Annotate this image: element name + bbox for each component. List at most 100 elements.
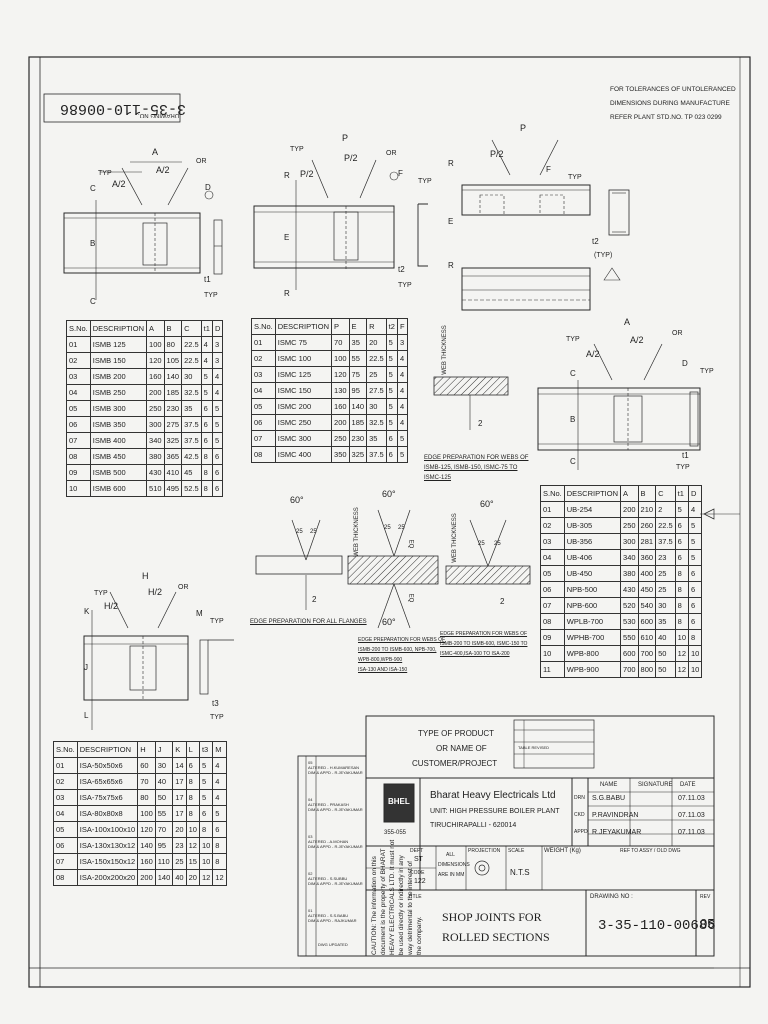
ismc-header-row: S.No. DESCRIPTION P E R t2 F [251, 318, 408, 335]
table-cell: UB-450 [563, 565, 622, 582]
table-cell: 700 [637, 645, 657, 662]
code-label: CODE [410, 870, 425, 876]
table-cell: 250 [146, 400, 165, 417]
table-cell: ISA-65x65x6 [76, 773, 139, 790]
revision-number: 02 [308, 871, 313, 876]
table-cell: 07 [53, 853, 78, 870]
table-cell: 60 [137, 757, 156, 774]
table-cell: 10 [540, 645, 565, 662]
revision-item: ALTERED - A.MOHAN [308, 839, 349, 844]
header-cell: S.No. [540, 485, 565, 502]
table-cell: 42.5 [181, 448, 202, 465]
table-cell: 30 [154, 757, 174, 774]
header-cell: H [137, 741, 156, 758]
table-cell: 02 [53, 773, 78, 790]
header-cell: P [331, 318, 350, 335]
label-two-2: 2 [312, 595, 317, 604]
table-cell: 325 [348, 446, 368, 463]
label-a-half-3: A/2 [586, 349, 600, 359]
table-cell: 530 [620, 613, 639, 630]
drawing-number-main: 3-35-110-00686 [598, 918, 716, 934]
table-cell: 5 [396, 430, 408, 447]
table-cell: 05 [53, 821, 78, 838]
table-cell: 04 [66, 384, 91, 401]
table-cell: 05 [66, 400, 91, 417]
note-edge-webs-3d: ISA-130 AND ISA-150 [358, 667, 408, 673]
label-p-half-2: P/2 [344, 153, 358, 163]
sign-role-ckd: CKD [574, 812, 585, 818]
label-r-2: R [284, 289, 290, 298]
table-cell: 23 [172, 837, 187, 854]
revision-item: DIM & APPD - R.JEYAKUMAR [308, 770, 363, 775]
table-cell: 8 [185, 805, 200, 822]
label-typ-10: TYP [94, 590, 108, 597]
table-cell: 22.5 [655, 517, 676, 534]
label-a-half-2: A/2 [156, 165, 170, 175]
table-cell: 360 [637, 549, 657, 566]
table-cell: 80 [137, 789, 156, 806]
caution-line: CAUTION: The information on this [371, 856, 378, 955]
table-cell: 40 [655, 629, 676, 646]
table-cell: 185 [163, 384, 183, 401]
table-cell: 22.5 [181, 352, 202, 369]
table-cell: ISMB 500 [89, 464, 148, 481]
label-typ-1: TYP [98, 170, 112, 177]
sign-date-appd: 07.11.03 [678, 829, 705, 836]
note-edge-webs-1c: ISMC-125 [424, 475, 452, 481]
table-cell: 6 [688, 613, 703, 630]
name-header: NAME [600, 782, 618, 788]
table-cell: 260 [637, 517, 657, 534]
header-cell: L [185, 741, 200, 758]
header-cell: t1 [200, 320, 213, 337]
table-cell: 5 [385, 382, 398, 399]
table-cell: 100 [137, 805, 156, 822]
table-cell: 01 [66, 336, 91, 353]
header-cell: A [146, 320, 165, 337]
web-thickness-2: WEB THICKNESS [353, 507, 360, 557]
revision-item: ALTERED - S.SUBBU [308, 876, 348, 881]
header-cell: S.No. [66, 320, 91, 337]
note-edge-webs-3b: ISMB-200 TO ISMB-600, NPB-700, [358, 647, 437, 653]
product-label-1: TYPE OF PRODUCT [418, 729, 495, 738]
table-cell: 8 [674, 565, 690, 582]
label-l: L [84, 711, 89, 720]
table-cell: 12 [212, 869, 227, 886]
header-cell: B [637, 485, 657, 502]
label-typ-paren: (TYP) [594, 252, 613, 259]
table-cell: 8 [674, 581, 690, 598]
label-p-1: P [342, 133, 349, 143]
table-cell: 8 [674, 613, 690, 630]
header-cell: C [655, 485, 676, 502]
table-cell: UB-305 [563, 517, 622, 534]
table-cell: 800 [637, 661, 657, 678]
table-cell: WPB-800 [563, 645, 622, 662]
sign-name-appd: R.JEYAKUMAR [592, 829, 642, 836]
table-cell: 210 [637, 501, 657, 518]
label-a-2: A [624, 317, 631, 327]
table-cell: 130 [331, 382, 350, 399]
caution-line: the company. [416, 916, 423, 955]
table-cell: 55 [154, 805, 174, 822]
label-r-4: R [448, 261, 454, 270]
label-25-3: 25 [384, 525, 391, 531]
bhel-logo-code: 355-055 [384, 830, 407, 836]
table-cell: 10 [198, 837, 214, 854]
table-cell: 450 [637, 581, 657, 598]
note-edge-webs-2c: ISMC-400,ISA-100 TO ISA-200 [440, 651, 510, 657]
table-cell: 50 [655, 661, 676, 678]
table-cell: 400 [637, 565, 657, 582]
label-25-4: 25 [398, 525, 405, 531]
label-or-1: OR [196, 158, 207, 165]
table-cell: 50 [154, 789, 174, 806]
table-cell: ISA-50x50x6 [76, 757, 139, 774]
table-cell: 06 [540, 581, 565, 598]
